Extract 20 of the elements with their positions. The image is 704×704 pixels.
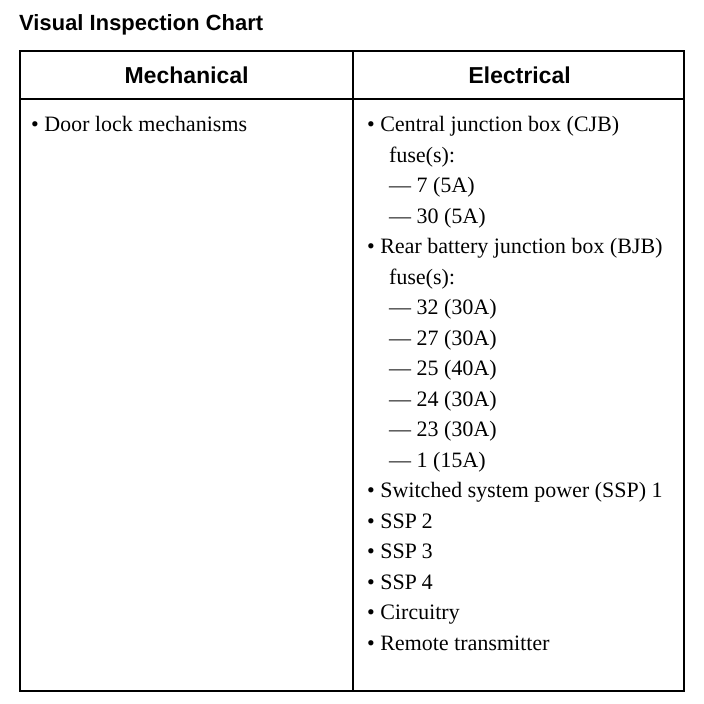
sub-list-item: — 25 (40A) (389, 354, 498, 382)
list-item: • Rear battery junction box (BJB) fuse(s): (367, 232, 664, 291)
sub-list-item: — 7 (5A) (389, 171, 476, 199)
sub-list-item: — 1 (15A) (389, 446, 487, 474)
list-item: • SSP 3 (367, 537, 434, 565)
list-item: • Circuitry (367, 598, 461, 626)
sub-list-item: — 23 (30A) (389, 415, 498, 443)
sub-list-item: — 30 (5A) (389, 202, 487, 230)
list-item: • SSP 2 (367, 506, 434, 534)
list-item: • Switched system power (SSP) 1 (367, 476, 664, 504)
sub-list-item: — 24 (30A) (389, 384, 498, 412)
chart-title: Visual Inspection Chart (19, 10, 264, 36)
list-item: • Central junction box (CJB) fuse(s): (367, 110, 620, 169)
column-header: Electrical (354, 52, 685, 100)
list-item: • SSP 4 (367, 568, 434, 596)
list-item: • Door lock mechanisms (31, 110, 248, 138)
column-header: Mechanical (21, 52, 352, 100)
list-item: • Remote transmitter (367, 628, 550, 656)
sub-list-item: — 32 (30A) (389, 293, 498, 321)
sub-list-item: — 27 (30A) (389, 324, 498, 352)
